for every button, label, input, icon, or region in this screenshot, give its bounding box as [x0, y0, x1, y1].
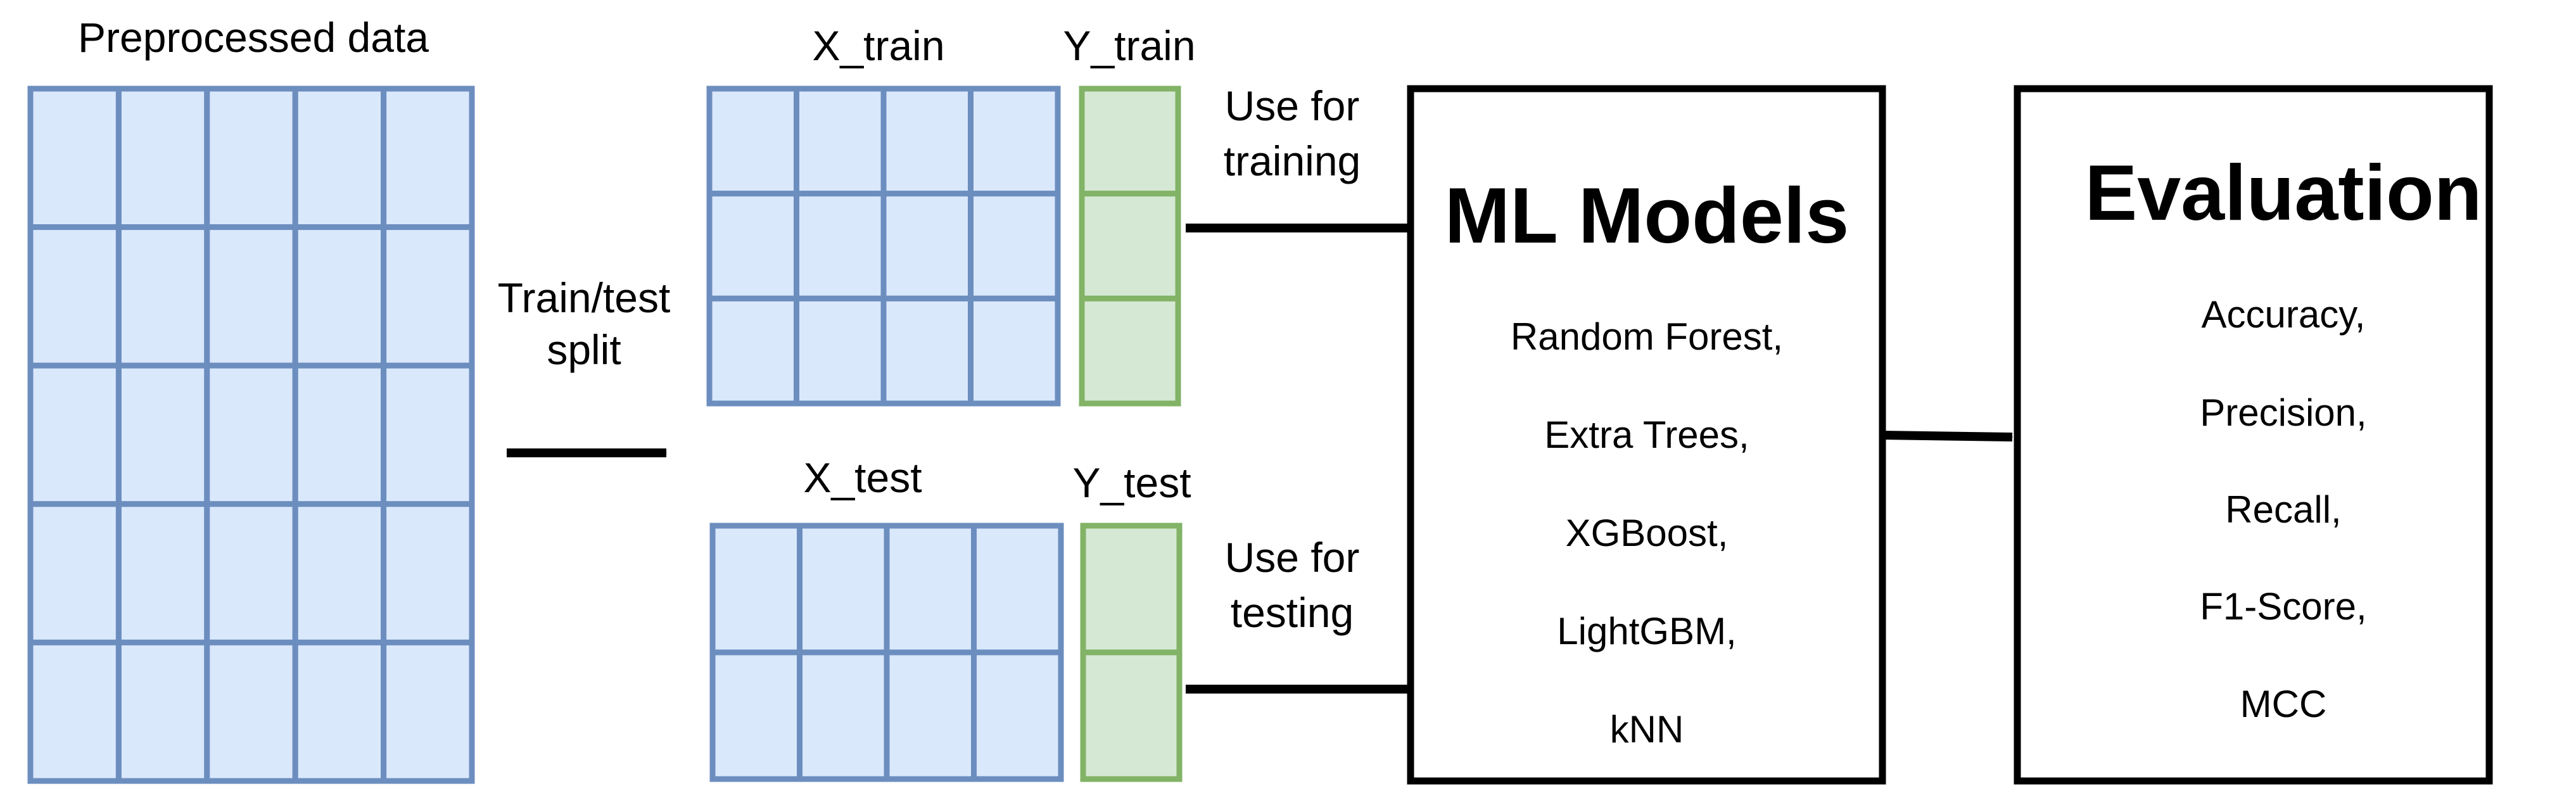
training-label-line2: training: [1224, 137, 1361, 184]
preprocessed-data-cell: [381, 86, 475, 231]
preprocessed-data-cell: [204, 639, 298, 784]
split-label-line2: split: [547, 326, 621, 373]
preprocessed-data-grid: [27, 86, 475, 784]
ml-model-item: XGBoost,: [1566, 512, 1729, 554]
x-train-cell: [880, 295, 974, 407]
x-test-cell: [709, 523, 803, 656]
preprocessed-data-cell: [115, 639, 210, 784]
ml-model-item: Random Forest,: [1511, 315, 1783, 358]
x-test-cell: [971, 523, 1064, 656]
x-train-cell: [968, 295, 1061, 407]
preprocessed-data-cell: [292, 86, 387, 231]
x-train-cell: [794, 295, 887, 407]
testing-label-line2: testing: [1231, 589, 1354, 636]
preprocessed-data-cell: [381, 224, 475, 369]
x-test-cell: [797, 649, 890, 782]
preprocessed-data-cell: [204, 86, 298, 231]
x-test-cell: [709, 649, 803, 782]
preprocessed-data-cell: [115, 86, 210, 231]
preprocessed-data-cell: [292, 639, 387, 784]
preprocessed-data-label: Preprocessed data: [78, 14, 429, 61]
preprocessed-data-cell: [292, 224, 387, 369]
testing-label-line1: Use for: [1225, 534, 1360, 581]
ml-model-item: LightGBM,: [1557, 610, 1736, 652]
preprocessed-data-cell: [204, 501, 298, 645]
preprocessed-data-cell: [27, 86, 122, 231]
split-label-line1: Train/test: [498, 274, 671, 321]
x-train-cell: [968, 191, 1061, 301]
x-test-cell: [797, 523, 890, 656]
x-train-cell: [794, 191, 887, 301]
x-test-label: X_test: [803, 454, 922, 501]
y-test-grid: [1080, 523, 1183, 782]
x-train-cell: [968, 86, 1061, 197]
evaluation-metric-item: Recall,: [2225, 488, 2341, 531]
x-train-cell: [794, 86, 887, 197]
preprocessed-data-cell: [381, 501, 475, 645]
x-test-cell: [884, 523, 977, 656]
y-train-cell: [1079, 191, 1181, 301]
y-test-label: Y_test: [1072, 459, 1191, 506]
preprocessed-data-cell: [292, 362, 387, 507]
preprocessed-data-cell: [27, 362, 122, 507]
training-label-line1: Use for: [1225, 82, 1360, 129]
evaluation-metric-item: MCC: [2240, 683, 2327, 725]
y-train-label: Y_train: [1063, 22, 1195, 69]
evaluation-title: Evaluation: [2084, 149, 2482, 237]
y-train-cell: [1079, 86, 1181, 197]
x-test-cell: [971, 649, 1064, 782]
x-train-cell: [880, 191, 974, 301]
y-test-cell: [1080, 649, 1183, 782]
preprocessed-data-cell: [115, 224, 210, 369]
evaluation-metric-item: Precision,: [2200, 391, 2366, 434]
preprocessed-data-cell: [381, 362, 475, 507]
evaluation-arrow: [1882, 431, 2013, 441]
x-train-cell: [706, 295, 799, 407]
evaluation-box: Evaluation Accuracy, Precision, Recall, …: [2014, 85, 2493, 785]
x-train-label: X_train: [812, 22, 944, 69]
ml-models-title: ML Models: [1445, 172, 1849, 260]
y-test-cell: [1080, 523, 1183, 656]
evaluation-metric-item: F1-Score,: [2200, 585, 2366, 628]
preprocessed-data-cell: [115, 501, 210, 645]
x-train-grid: [706, 86, 1061, 407]
ml-model-item: kNN: [1610, 708, 1684, 751]
x-test-cell: [884, 649, 977, 782]
x-train-cell: [706, 191, 799, 301]
evaluation-metric-item: Accuracy,: [2202, 293, 2366, 336]
preprocessed-data-cell: [204, 224, 298, 369]
x-test-grid: [709, 523, 1064, 782]
preprocessed-data-cell: [292, 501, 387, 645]
ml-model-item: Extra Trees,: [1544, 414, 1749, 456]
x-train-cell: [706, 86, 799, 197]
preprocessed-data-cell: [115, 362, 210, 507]
x-train-cell: [880, 86, 974, 197]
preprocessed-data-cell: [381, 639, 475, 784]
ml-models-box: ML Models Random Forest, Extra Trees, XG…: [1407, 85, 1886, 785]
y-train-cell: [1079, 295, 1181, 407]
preprocessed-data-cell: [27, 224, 122, 369]
y-train-grid: [1079, 86, 1181, 407]
preprocessed-data-cell: [27, 639, 122, 784]
preprocessed-data-cell: [27, 501, 122, 645]
preprocessed-data-cell: [204, 362, 298, 507]
